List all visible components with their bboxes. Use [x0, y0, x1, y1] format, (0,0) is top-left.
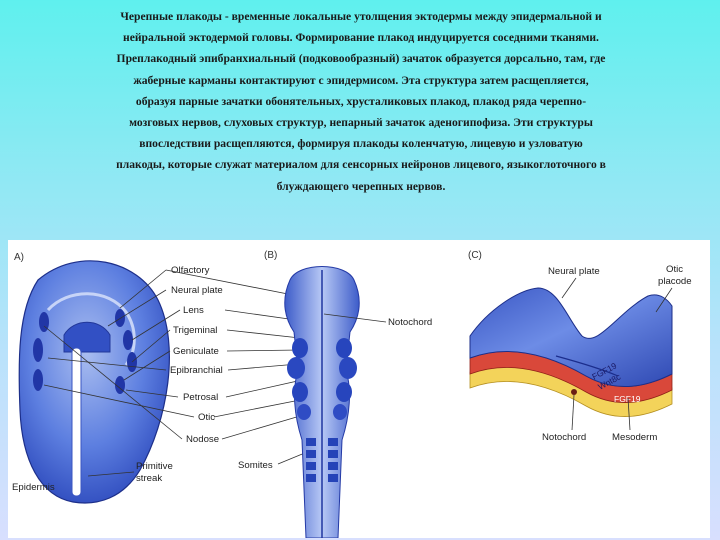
description-text: Черепные плакоды - временные локальные у…	[44, 6, 678, 197]
leader-line	[123, 350, 171, 381]
leader-line	[213, 399, 301, 418]
panel-c-label: (C)	[468, 250, 482, 261]
otic-label: Otic	[198, 412, 215, 423]
neural-plate-a	[63, 321, 111, 353]
primitive-streak-label-2: streak	[136, 473, 162, 484]
leader-line	[131, 309, 181, 341]
leader-line	[655, 287, 673, 313]
trigeminal-label: Trigeminal	[173, 325, 217, 336]
leader-line	[227, 363, 299, 371]
text-line: плакоды, которые служат материалом для с…	[116, 158, 606, 172]
text-line: впоследствии расщепляются, формируя плак…	[139, 137, 583, 151]
text-line: блуждающего черепных нервов.	[276, 179, 446, 193]
leader-line	[226, 349, 301, 352]
somite	[306, 438, 316, 446]
otic-placode-label-2: placode	[658, 276, 692, 287]
epibranchial-label: Epibranchial	[170, 365, 223, 376]
placode-figure: A) Epidermis Primitive streak Olfactory …	[8, 240, 710, 538]
leader-line	[221, 415, 301, 440]
somite	[306, 450, 316, 458]
panel-b: (B) Notochord	[264, 250, 432, 538]
leader-line	[224, 309, 297, 321]
somite	[306, 462, 316, 470]
text-line: жаберные карманы контактируют с эпидерми…	[133, 73, 589, 87]
placode-dot-a	[39, 312, 49, 332]
fold-line	[555, 355, 619, 377]
placode-b	[336, 338, 352, 358]
leader-line	[225, 379, 303, 398]
somite	[328, 438, 338, 446]
olfactory-label: Olfactory	[171, 265, 210, 276]
neural-plate-c-label: Neural plate	[548, 266, 600, 277]
text-line: нейральной эктодермой головы. Формирован…	[123, 31, 599, 45]
leader-line	[165, 269, 299, 297]
placode-dot-a	[123, 330, 133, 350]
placode-b	[292, 338, 308, 358]
lens-label: Lens	[183, 305, 204, 316]
panel-a: A) Epidermis Primitive streak	[12, 252, 173, 504]
leader-line	[43, 325, 183, 440]
leader-line	[119, 269, 167, 309]
middle-labels: Olfactory Neural plate Lens Trigeminal G…	[43, 265, 313, 471]
leader-line	[87, 471, 135, 477]
neural-plate-rim-a	[46, 292, 136, 366]
placode-dot-a	[115, 376, 125, 394]
somite	[306, 474, 316, 482]
somite	[328, 450, 338, 458]
leader-line	[131, 329, 171, 363]
geniculate-label: Geniculate	[173, 346, 219, 357]
leader-line	[561, 277, 577, 299]
notochord-c-label: Notochord	[542, 432, 586, 443]
nodose-label: Nodose	[186, 434, 219, 445]
neural-plate-label: Neural plate	[171, 285, 223, 296]
epidermis-label: Epidermis	[12, 482, 55, 493]
text-line: Преплакодный эпибранхиальный (подковообр…	[116, 52, 606, 66]
panel-a-label: A)	[14, 252, 24, 263]
leader-line	[125, 389, 179, 398]
notochord-c-dot	[571, 389, 577, 395]
placode-b	[339, 357, 357, 379]
neural-plate-sheet	[469, 287, 673, 388]
notochord-b-label: Notochord	[388, 317, 432, 328]
text-line: Черепные плакоды - временные локальные у…	[120, 10, 602, 23]
figure-svg: A) Epidermis Primitive streak Olfactory …	[12, 250, 692, 538]
placode-dot-a	[33, 369, 43, 391]
text-line: образуя парные зачатки обонятельных, хру…	[135, 94, 587, 108]
panel-b-label: (B)	[264, 250, 277, 261]
leader-line	[226, 329, 301, 339]
placode-b	[333, 404, 347, 420]
otic-placode-label-1: Otic	[666, 264, 683, 275]
panel-c: (C) FGF19 Wnt8c FGF19 Neural plate Otic …	[468, 250, 692, 443]
text-line: мозговых нервов, слуховых структур, непа…	[129, 116, 593, 130]
placode-b	[336, 382, 352, 402]
leader-line	[627, 397, 631, 431]
primitive-streak-a	[71, 347, 82, 497]
petrosal-label: Petrosal	[183, 392, 218, 403]
placode-dot-a	[33, 338, 43, 362]
placode-b	[292, 382, 308, 402]
leader-line	[571, 394, 575, 431]
leader-line	[43, 384, 195, 418]
placode-dot-a	[115, 309, 125, 327]
placode-b	[287, 357, 305, 379]
primitive-streak-label-1: Primitive	[136, 461, 173, 472]
leader-line	[107, 289, 167, 327]
somite	[328, 474, 338, 482]
fgf19-bottom-label: FGF19	[614, 394, 641, 404]
leader-line	[323, 313, 387, 323]
mesoderm-label: Mesoderm	[612, 432, 657, 443]
somites-label: Somites	[238, 460, 273, 471]
leader-line	[47, 357, 167, 371]
placode-b	[297, 404, 311, 420]
somite	[328, 462, 338, 470]
